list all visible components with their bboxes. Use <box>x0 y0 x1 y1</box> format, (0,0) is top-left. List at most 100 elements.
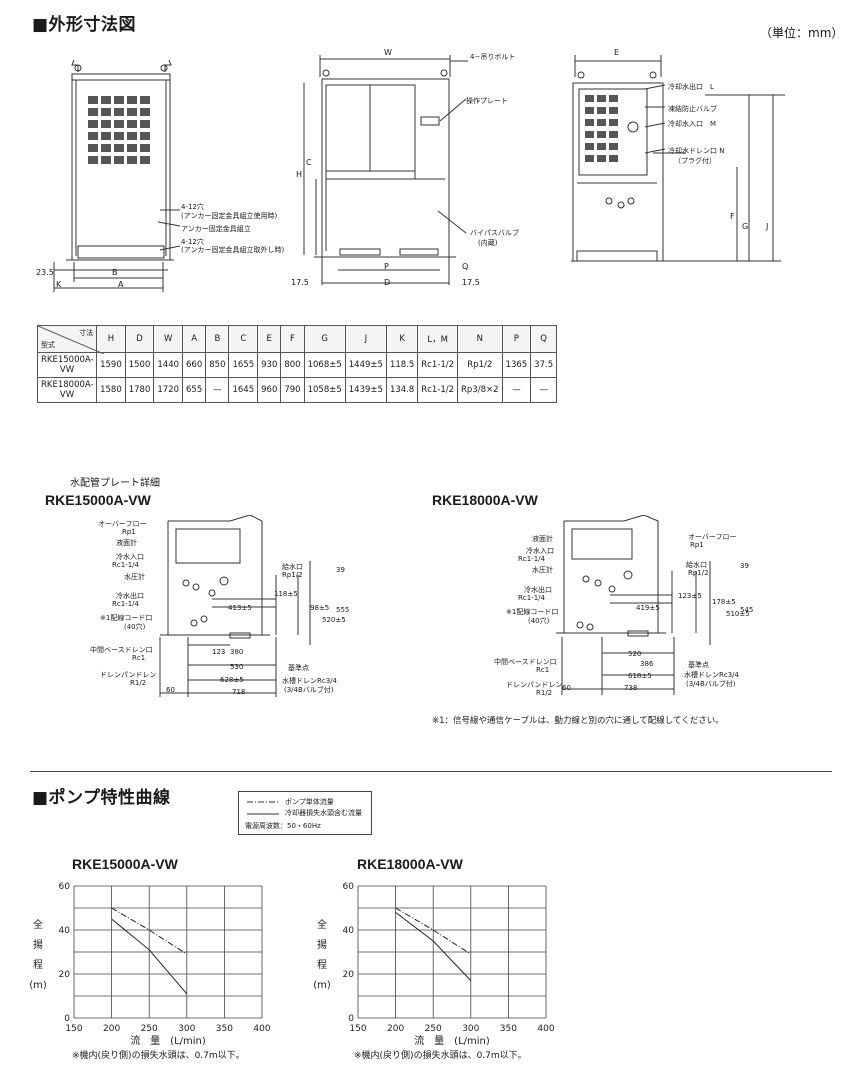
label-operation-plate: 操作プレート <box>466 97 508 105</box>
rear-view-drawing <box>571 55 785 262</box>
y-axis-label-char: 揚 <box>33 938 43 951</box>
label-lifting-bolt: 4−吊りボルト <box>470 53 516 61</box>
left-dim-520: 520±5 <box>322 616 346 624</box>
plate-right-drawing <box>556 515 711 695</box>
series-pump-only-line <box>111 907 188 955</box>
cell-model: RKE15000A-VW <box>36 352 98 378</box>
y-tick-label: 60 <box>343 882 355 892</box>
label-cooling-water-drain: 冷却水ドレン口 N <box>668 147 725 155</box>
x-tick-label: 350 <box>500 1024 517 1034</box>
table-cell: 800 <box>280 352 305 378</box>
plate-right-model: RKE18000A-VW <box>432 492 538 508</box>
left-label-tank-drain-v: (3/4Bバルブ付) <box>284 686 334 694</box>
col-header: G <box>303 325 346 353</box>
dim-17-5-right: 17.5 <box>462 278 480 287</box>
left-label-cord-v: (40穴) <box>124 623 146 631</box>
x-tick-label: 300 <box>178 1024 195 1034</box>
right-label-inlet: 冷水入口 <box>526 547 554 555</box>
table-row: RKE18000A-VW 1580 1780 1720 655 — 1645 9… <box>36 377 558 403</box>
dim-G: G <box>742 222 749 231</box>
header-model: 型式 <box>41 341 55 349</box>
left-label-outlet-v: Rc1-1/4 <box>112 600 139 608</box>
left-dim-118: 118±5 <box>274 590 298 598</box>
table-cell: 850 <box>205 352 230 378</box>
y-tick-label: 20 <box>59 970 71 980</box>
table-cell: Rc1-1/2 <box>417 377 459 403</box>
label-hole1: 4-12穴 <box>181 203 204 211</box>
left-label-ref: 基準点 <box>288 664 309 672</box>
x-tick-label: 300 <box>462 1024 479 1034</box>
dim-E: E <box>614 48 620 57</box>
right-label-supply-v: Rp1/2 <box>688 569 709 577</box>
y-axis-label-char: 全 <box>317 918 327 931</box>
right-dim-520: 520 <box>628 650 642 658</box>
plate-left-model: RKE15000A-VW <box>45 492 151 508</box>
series-with-loss-line <box>395 912 472 981</box>
table-cell: 655 <box>182 377 207 403</box>
dim-K: K <box>56 280 62 289</box>
x-tick-label: 250 <box>425 1024 442 1034</box>
col-header: J <box>344 325 387 353</box>
x-axis-label: 流 量 (L/min) <box>414 1034 490 1045</box>
col-header: N <box>457 325 503 353</box>
y-axis-label-char: 揚 <box>317 938 327 951</box>
col-header: B <box>205 325 230 353</box>
dim-A: A <box>118 280 124 289</box>
right-dim-738: 738 <box>624 684 638 692</box>
col-header: L，M <box>417 325 459 353</box>
legend-swatches <box>247 801 279 815</box>
x-tick-label: 250 <box>141 1024 158 1034</box>
y-axis-label-char: (m) <box>313 980 331 991</box>
y-tick-label: 60 <box>59 882 71 892</box>
label-bypass-valve-sub: (内蔵) <box>478 239 498 247</box>
table-cell: 930 <box>257 352 282 378</box>
table-cell: 1645 <box>228 377 259 403</box>
legend-freq-label: 電源周波数：50・60Hz <box>245 822 321 830</box>
side-view-drawing <box>303 55 468 285</box>
chart1-title: RKE15000A-VW <box>72 856 178 872</box>
right-label-outlet: 冷水出口 <box>524 586 552 594</box>
table-cell: 134.8 <box>385 377 419 403</box>
label-cooling-water-outlet: 冷却水出口 L <box>668 83 714 91</box>
x-tick-label: 150 <box>65 1024 82 1034</box>
right-dim-510: 510±5 <box>726 610 750 618</box>
right-dim-123: 123±5 <box>678 592 702 600</box>
legend-dashdot-label: ポンプ単体流量 <box>285 798 334 806</box>
x-tick-label: 200 <box>103 1024 120 1034</box>
col-header: H <box>96 325 126 353</box>
table-cell: 1440 <box>153 352 184 378</box>
y-axis-label-char: 全 <box>33 918 43 931</box>
left-dim-413: 413±5 <box>228 604 252 612</box>
right-label-cord-v: (40穴) <box>528 617 550 625</box>
label-cooling-water-inlet: 冷却水入口 M <box>668 120 717 128</box>
dim-Q: Q <box>462 262 469 271</box>
label-bypass-valve: バイパスバルブ <box>470 229 519 237</box>
col-header: K <box>385 325 419 353</box>
table-cell: Rp3/8×2 <box>457 377 503 403</box>
right-label-tank-drain: 水槽ドレンRc3/4 <box>684 671 739 679</box>
table-cell: — <box>205 377 230 403</box>
col-header: Q <box>530 325 558 353</box>
left-label-inlet: 冷水入口 <box>116 553 144 561</box>
table-cell: 960 <box>257 377 282 403</box>
y-tick-label: 0 <box>348 1014 354 1024</box>
left-dim-628: 628±5 <box>220 676 244 684</box>
right-label-base-drain-v: Rc1 <box>536 666 550 674</box>
right-label-pressure: 水圧計 <box>532 566 553 574</box>
lifting-bolt-icon <box>74 64 82 72</box>
dim-H: H <box>296 170 303 179</box>
left-dim-555: 555 <box>336 606 350 614</box>
table-cell: 1590 <box>96 352 126 378</box>
front-view-drawing <box>53 60 181 292</box>
table-cell: 118.5 <box>385 352 419 378</box>
left-label-base-drain-v: Rc1 <box>132 654 146 662</box>
cell-model: RKE18000A-VW <box>36 377 98 403</box>
unit-label: （単位：mm） <box>760 26 844 40</box>
table-cell: 37.5 <box>530 352 558 378</box>
chart2-title: RKE18000A-VW <box>357 856 463 872</box>
chart-legend: ポンプ単体流量 冷却器損失水頭含む流量 電源周波数：50・60Hz <box>238 791 372 835</box>
diagonal-line <box>38 326 104 354</box>
dim-17-5-left: 17.5 <box>291 278 309 287</box>
dim-F: F <box>730 212 735 221</box>
